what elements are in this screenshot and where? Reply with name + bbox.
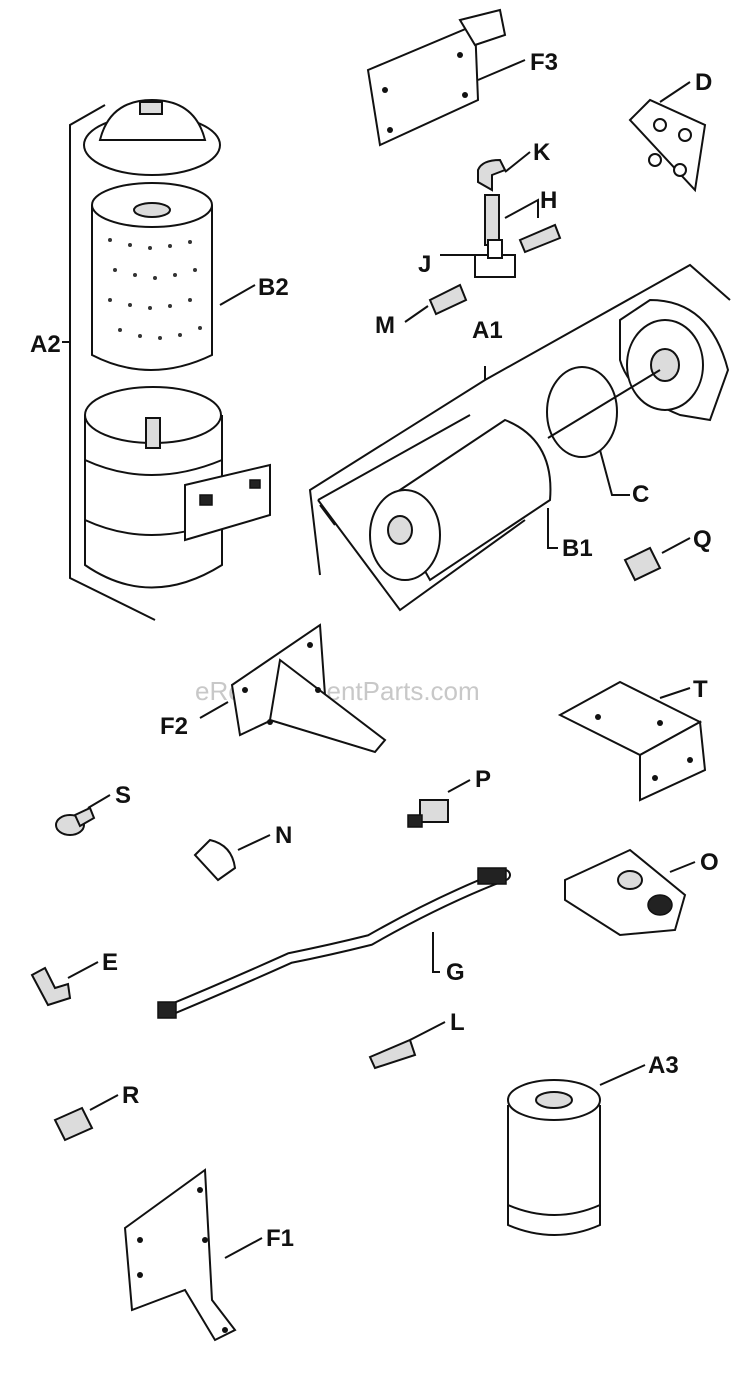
adapter-o	[564, 848, 687, 937]
label-a3: A3	[648, 1052, 679, 1079]
nipple-h-horizontal	[518, 223, 562, 254]
gasket-c	[546, 366, 618, 458]
a2-bracket-line	[62, 104, 156, 621]
tee-j	[474, 239, 516, 278]
leader-lines	[67, 59, 696, 1259]
bracket-f3	[366, 8, 507, 147]
filter-b1	[369, 418, 552, 582]
bracket-f1	[123, 1168, 237, 1342]
label-o: O	[700, 849, 719, 876]
label-l: L	[450, 1009, 465, 1036]
label-h: H	[540, 187, 557, 214]
bolt-s	[55, 806, 96, 836]
label-c: C	[632, 481, 649, 508]
label-e: E	[102, 949, 118, 976]
label-b2: B2	[258, 274, 289, 301]
bracket-frame	[317, 414, 526, 612]
fitting-p	[407, 799, 449, 828]
label-b1: B1	[562, 535, 593, 562]
fitting-k-elbow	[477, 158, 507, 192]
filter-head	[619, 298, 730, 422]
label-p: P	[475, 766, 491, 793]
callout-labels: F3 D K H J M A1 A2 B2 C B1 Q T F2 S P N …	[30, 49, 719, 1252]
label-k: K	[533, 139, 551, 166]
filter-canister-a2	[84, 386, 271, 589]
clamp-n	[193, 838, 237, 882]
label-a2: A2	[30, 331, 61, 358]
label-m: M	[375, 312, 395, 339]
label-g: G	[446, 959, 465, 986]
tube-g	[157, 867, 511, 1019]
label-d: D	[695, 69, 712, 96]
label-f1: F1	[266, 1225, 294, 1252]
label-f3: F3	[530, 49, 558, 76]
label-j: J	[418, 251, 431, 278]
nipple-h-vertical	[484, 194, 500, 246]
fitting-l	[368, 1038, 417, 1070]
filter-element-b2	[91, 182, 213, 371]
bracket-f2	[230, 623, 387, 754]
center-stud	[547, 369, 661, 439]
label-s: S	[115, 782, 131, 809]
label-t: T	[693, 676, 708, 703]
plug-r	[53, 1106, 94, 1142]
plug-q	[623, 546, 662, 582]
label-r: R	[122, 1082, 139, 1109]
filter-cover	[83, 98, 221, 176]
gasket-d	[628, 98, 707, 193]
filter-a3	[507, 1079, 601, 1236]
label-a1: A1	[472, 317, 503, 344]
bracket-t	[557, 680, 707, 802]
a1-bracket-line	[308, 263, 731, 576]
elbow-e	[30, 966, 72, 1007]
label-q: Q	[693, 526, 712, 553]
nipple-m	[428, 283, 468, 316]
label-n: N	[275, 822, 292, 849]
label-f2: F2	[160, 713, 188, 740]
